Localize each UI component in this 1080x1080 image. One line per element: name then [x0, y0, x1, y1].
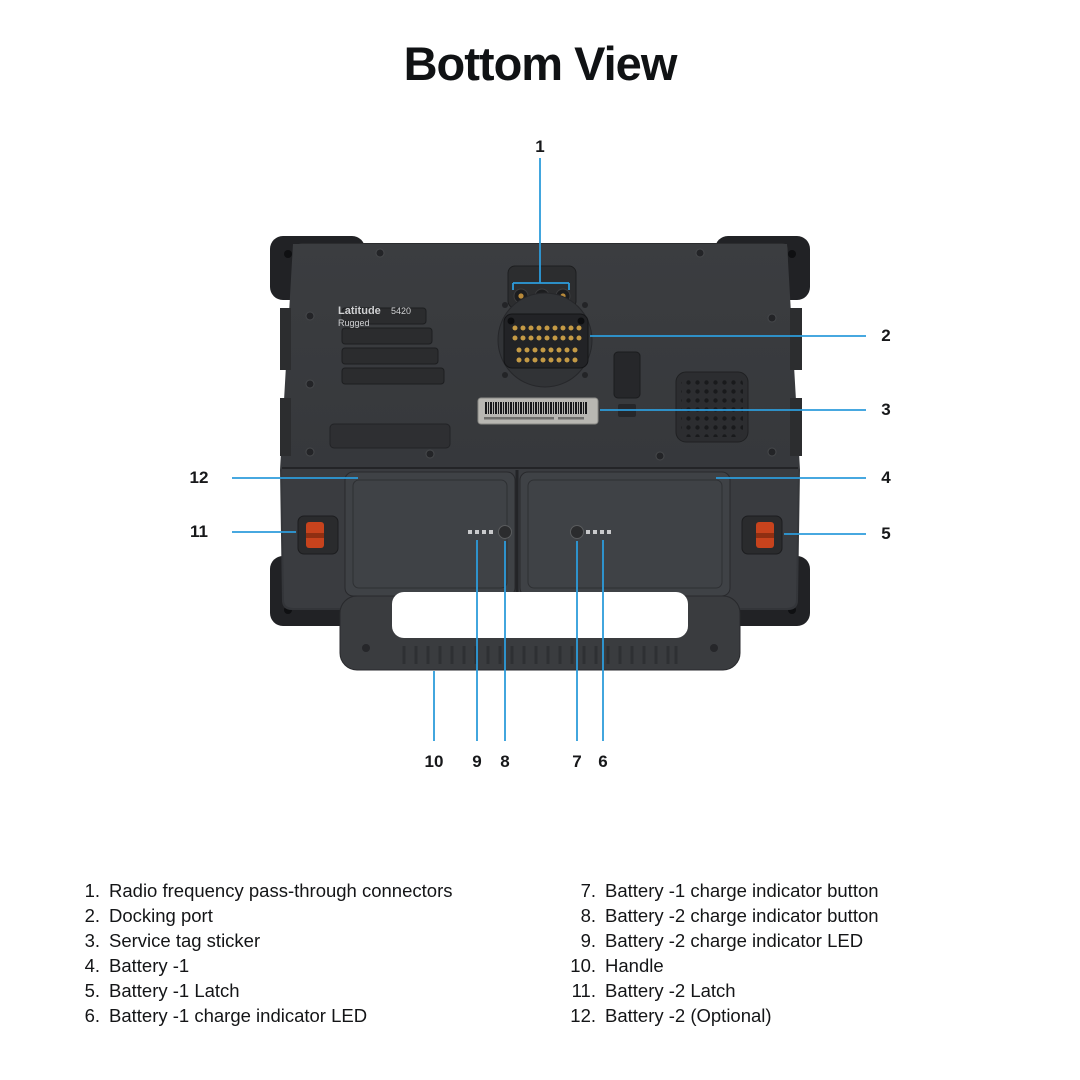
laptop-illustration: Latitude 5420 Rugged	[270, 236, 810, 671]
legend-column-right: 7. Battery -1 charge indicator button 8. B…	[556, 878, 1016, 1028]
legend-item-11: 11. Battery -2 Latch	[556, 978, 1016, 1003]
device-series: Rugged	[338, 318, 370, 328]
legend-num: 9.	[580, 930, 596, 951]
callout-8: 8	[500, 752, 510, 771]
legend-num: 12.	[570, 1005, 596, 1026]
handle	[339, 592, 741, 671]
legend-label: Battery -2 charge indicator LED	[605, 930, 864, 951]
legend-num: 4.	[84, 955, 100, 976]
legend-column-left: 1. Radio frequency pass-through connector…	[60, 878, 530, 1028]
device-brand: Latitude	[338, 305, 381, 317]
page-title: Bottom View	[403, 37, 678, 90]
vent-grille	[675, 371, 749, 443]
callout-2: 2	[881, 326, 891, 345]
legend-label: Docking port	[109, 905, 213, 926]
leader-1-bracket	[512, 282, 570, 290]
callout-leader-lines	[232, 158, 866, 741]
legend-label: Battery -1 charge indicator button	[605, 880, 879, 901]
legend-item-9: 9. Battery -2 charge indicator LED	[556, 928, 1016, 953]
battery-2-charge-indicator	[468, 525, 512, 539]
callout-5: 5	[881, 524, 891, 543]
legend-item-3: 3. Service tag sticker	[60, 928, 530, 953]
battery-1-charge-indicator	[570, 525, 614, 539]
legend-num: 7.	[580, 880, 596, 901]
legend-num: 10.	[570, 955, 596, 976]
legend-num: 2.	[84, 905, 100, 926]
legend-num: 11.	[571, 980, 596, 1001]
callout-11: 11	[190, 522, 208, 541]
battery-2-latch	[297, 515, 339, 555]
callout-9: 9	[472, 752, 482, 771]
legend-num: 1.	[84, 880, 100, 901]
left-fins	[341, 307, 445, 385]
service-tag-sticker	[477, 397, 599, 425]
legend-num: 8.	[580, 905, 596, 926]
legend-item-6: 6. Battery -1 charge indicator LED	[60, 1003, 530, 1028]
callout-4: 4	[881, 468, 891, 487]
legend-label: Service tag sticker	[109, 930, 261, 951]
legend-item-7: 7. Battery -1 charge indicator button	[556, 878, 1016, 903]
callout-3: 3	[881, 400, 891, 419]
legend-item-10: 10. Handle	[556, 953, 1016, 978]
legend-item-2: 2. Docking port	[60, 903, 530, 928]
callout-10: 10	[424, 752, 444, 771]
legend-item-8: 8. Battery -2 charge indicator button	[556, 903, 1016, 928]
legend-item-12: 12. Battery -2 (Optional)	[556, 1003, 1016, 1028]
legend-item-4: 4. Battery -1	[60, 953, 530, 978]
legend-label: Battery -1 Latch	[109, 980, 240, 1001]
legend-label: Handle	[605, 955, 664, 976]
legend-item-1: 1. Radio frequency pass-through connector…	[60, 878, 530, 903]
callout-12: 12	[189, 468, 209, 487]
legend-label: Battery -1	[109, 955, 190, 976]
battery-1	[519, 471, 731, 597]
panel-screws	[305, 248, 777, 461]
legend-num: 3.	[84, 930, 100, 951]
battery-1-charge-indicator-button	[570, 525, 584, 539]
legend-item-5: 5. Battery -1 Latch	[60, 978, 530, 1003]
docking-port	[497, 292, 593, 388]
legend-label: Battery -2 Latch	[605, 980, 736, 1001]
legend-label: Radio frequency pass-through connectors	[109, 880, 453, 901]
battery-2-charge-indicator-button	[498, 525, 512, 539]
callout-7: 7	[572, 752, 582, 771]
legend-num: 5.	[84, 980, 100, 1001]
device-model: 5420	[391, 306, 411, 316]
battery-1-latch	[741, 515, 783, 555]
callout-6: 6	[598, 752, 608, 771]
legend-label: Battery -2 (Optional)	[605, 1005, 772, 1026]
device-label: Latitude 5420 Rugged	[338, 305, 411, 328]
legend-label: Battery -2 charge indicator button	[605, 905, 879, 926]
legend-label: Battery -1 charge indicator LED	[109, 1005, 368, 1026]
legend-num: 6.	[84, 1005, 100, 1026]
callout-1: 1	[535, 137, 545, 156]
